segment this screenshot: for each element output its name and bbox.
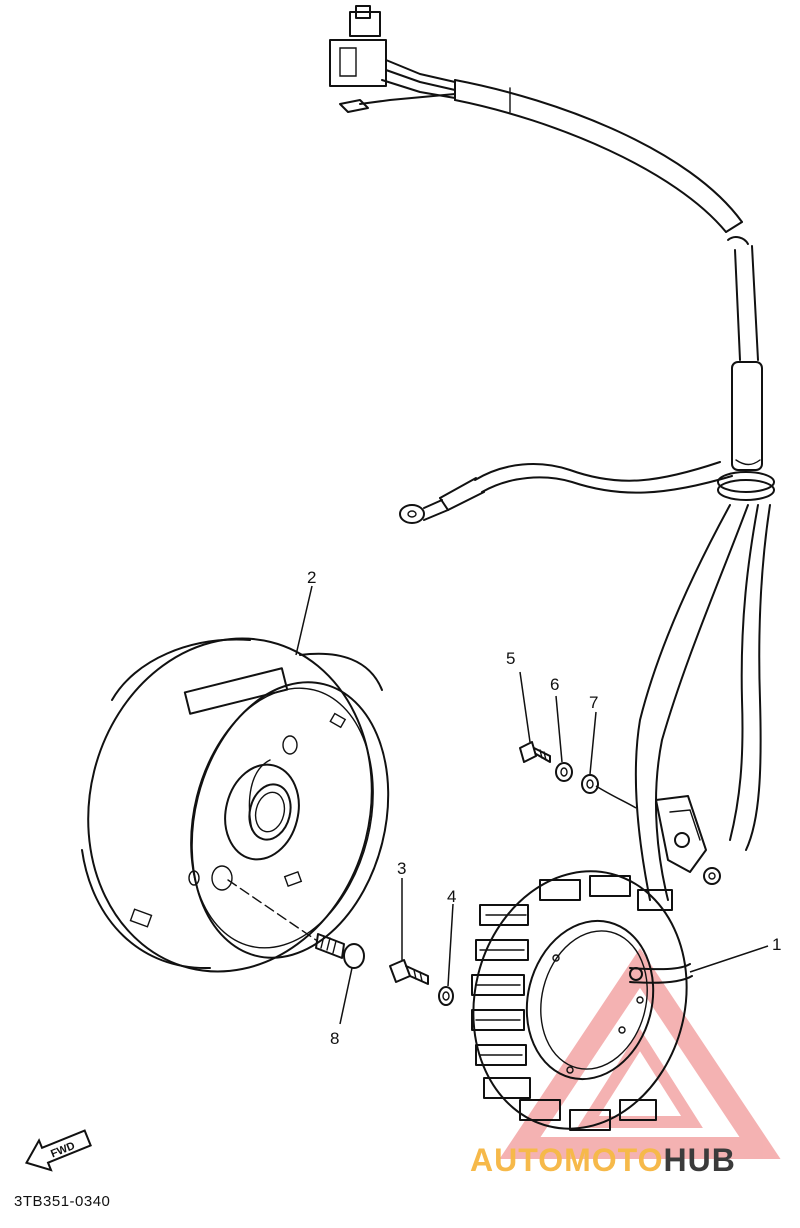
screw-3 xyxy=(389,959,429,985)
watermark-triangle-icon xyxy=(499,948,781,1159)
part-code: 3TB351-0340 xyxy=(14,1193,111,1210)
washer-4 xyxy=(438,986,454,1006)
rotor-flywheel xyxy=(81,637,390,973)
callout-8: 8 xyxy=(330,1029,339,1048)
screw-5 xyxy=(519,741,551,763)
wire-harness xyxy=(399,79,775,901)
callout-5: 5 xyxy=(506,649,515,668)
washer-7 xyxy=(581,774,599,794)
callout-6: 6 xyxy=(550,675,559,694)
stator-coil xyxy=(471,870,693,1131)
wire-connector-top xyxy=(329,5,456,113)
fwd-arrow-icon: FWD xyxy=(24,1129,92,1172)
callout-1: 1 xyxy=(772,935,781,954)
watermark-brand: AUTOMOTOHUB xyxy=(470,1142,736,1179)
callout-2: 2 xyxy=(307,568,316,587)
pickup-sensor xyxy=(655,795,721,885)
brand-part2: HUB xyxy=(663,1142,736,1178)
washer-6 xyxy=(555,762,573,782)
callout-3: 3 xyxy=(397,859,406,878)
brand-part1: AUTOMOTO xyxy=(470,1142,664,1178)
callout-7: 7 xyxy=(589,693,598,712)
bolt-8 xyxy=(227,879,365,969)
callout-4: 4 xyxy=(447,887,456,906)
